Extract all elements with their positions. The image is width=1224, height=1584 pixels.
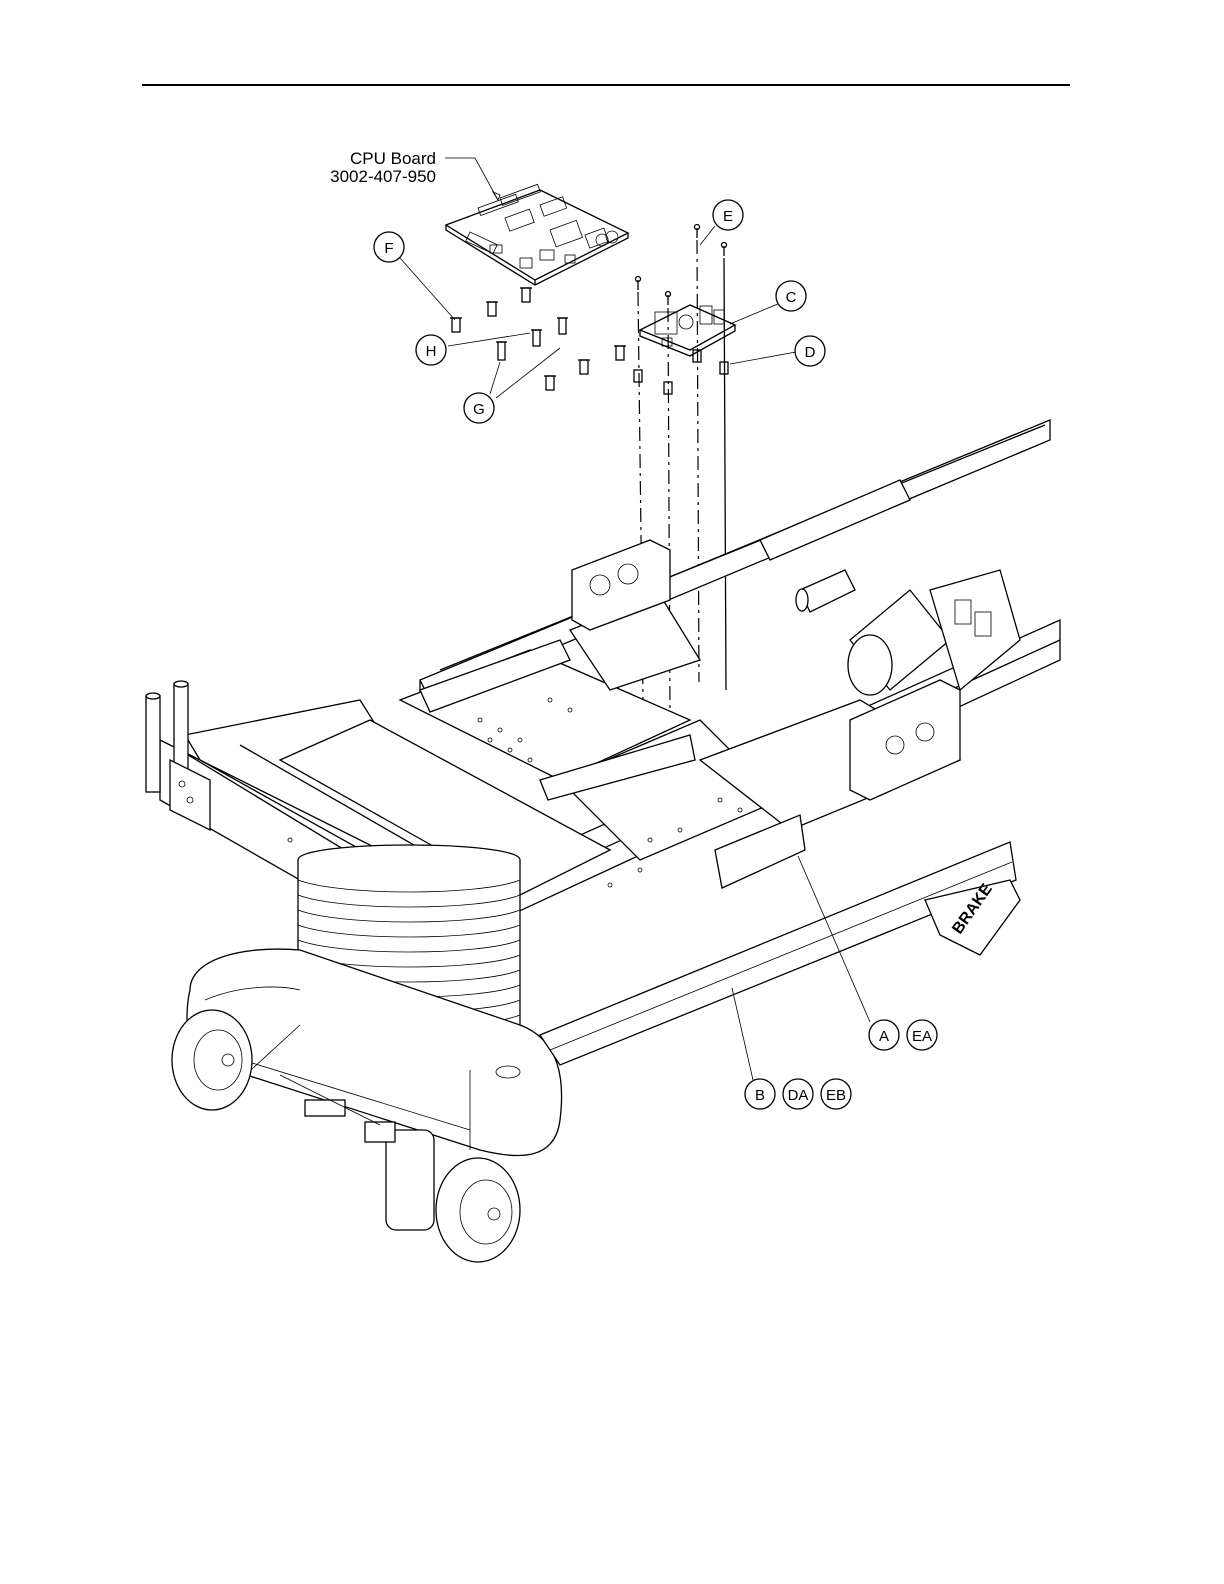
callout-e[interactable]: E <box>713 200 743 230</box>
callout-ea[interactable]: EA <box>907 1020 937 1050</box>
top-leaders <box>400 226 796 398</box>
cpu-board-leader <box>445 158 498 200</box>
cpu-board-part-number: 3002-407-950 <box>330 167 436 186</box>
svg-text:E: E <box>723 208 733 225</box>
svg-text:EB: EB <box>826 1087 846 1104</box>
svg-text:DA: DA <box>788 1087 809 1104</box>
callout-f[interactable]: F <box>374 232 404 262</box>
callout-c[interactable]: C <box>776 281 806 311</box>
power-supply-board <box>640 305 735 356</box>
callout-b[interactable]: B <box>745 1079 775 1109</box>
svg-text:B: B <box>755 1087 765 1104</box>
cpu-board-name: CPU Board <box>350 149 436 168</box>
svg-text:D: D <box>805 344 816 361</box>
base-assembly: BRAKE <box>172 842 1020 1262</box>
standoff-group-f-h-g <box>450 288 626 390</box>
svg-text:C: C <box>786 289 797 306</box>
callout-eb[interactable]: EB <box>821 1079 851 1109</box>
caster-left <box>172 1010 252 1110</box>
svg-text:H: H <box>426 343 437 360</box>
callout-da[interactable]: DA <box>783 1079 813 1109</box>
caster-right <box>436 1158 520 1262</box>
callout-g[interactable]: G <box>464 393 494 423</box>
cpu-board-label: CPU Board 3002-407-950 <box>330 149 500 200</box>
callout-d[interactable]: D <box>795 336 825 366</box>
cpu-board <box>446 184 628 285</box>
callout-h[interactable]: H <box>416 335 446 365</box>
svg-text:F: F <box>384 240 393 257</box>
svg-text:G: G <box>473 401 485 418</box>
svg-text:A: A <box>879 1028 889 1045</box>
svg-text:EA: EA <box>912 1028 932 1045</box>
callout-a[interactable]: A <box>869 1020 899 1050</box>
